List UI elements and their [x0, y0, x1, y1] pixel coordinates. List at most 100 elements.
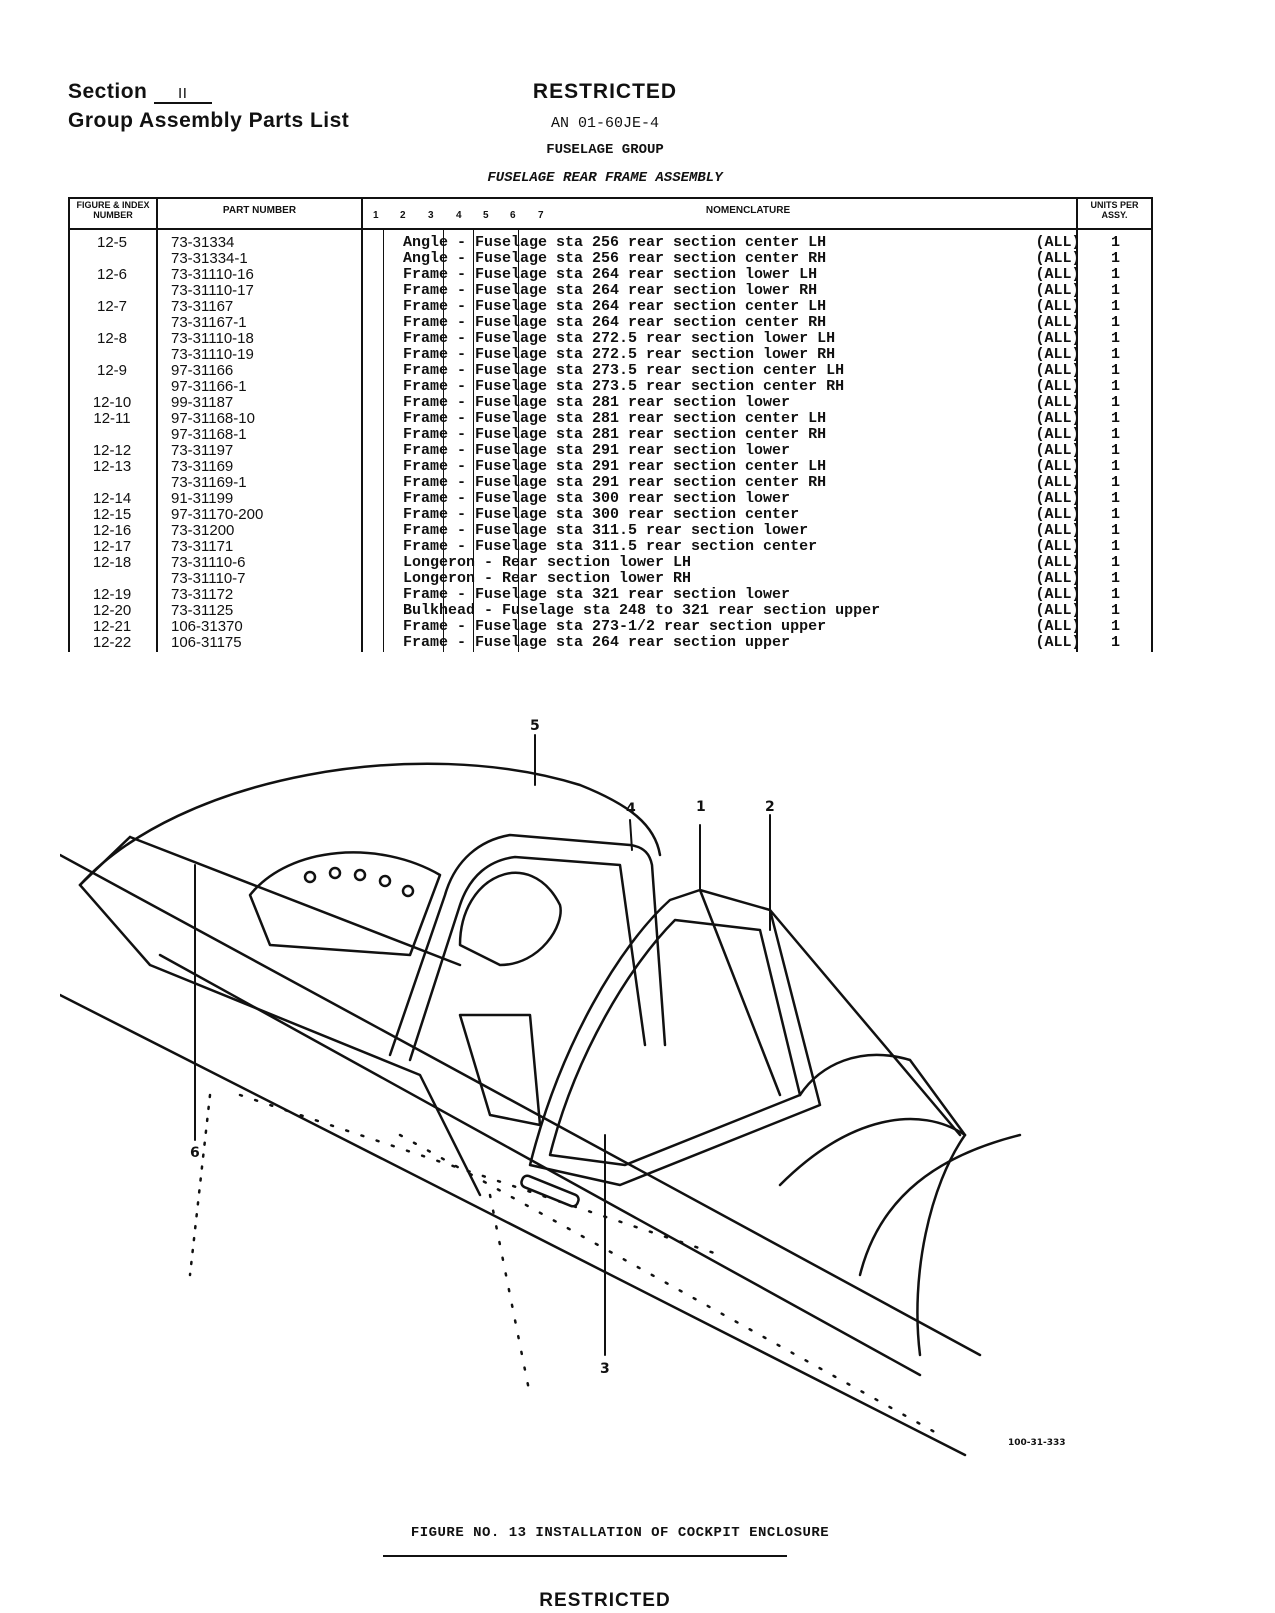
canopy-lower-edge	[78, 883, 482, 1197]
rivet-row	[188, 1093, 212, 1277]
windshield-center-post	[698, 888, 782, 1097]
table-rule	[361, 197, 363, 652]
canopy-front-panel	[128, 835, 462, 967]
callout-label-1: 1	[696, 799, 706, 815]
figure-index: 12-9	[96, 362, 128, 379]
nomenclature: Frame - Fuselage sta 311.5 rear section …	[403, 538, 818, 555]
nomenclature: Frame - Fuselage sta 264 rear section lo…	[403, 266, 818, 283]
nomenclature: Frame - Fuselage sta 291 rear section ce…	[403, 474, 827, 491]
indent-rule	[443, 230, 444, 652]
ring-hole	[401, 884, 415, 898]
usage-code: (ALL)	[1035, 250, 1081, 267]
indent-rule	[473, 230, 474, 652]
windshield-inner	[548, 918, 802, 1167]
part-number: 73-31110-19	[171, 346, 254, 363]
nomenclature: Angle - Fuselage sta 256 rear section ce…	[403, 250, 827, 267]
rivet-row	[398, 1133, 942, 1437]
part-number: 73-31110-16	[171, 266, 254, 283]
part-number: 73-31125	[171, 602, 234, 619]
figure-index: 12-7	[96, 298, 128, 315]
nomenclature: Bulkhead - Fuselage sta 248 to 321 rear …	[403, 602, 881, 619]
part-number: 97-31166-1	[171, 378, 247, 395]
canopy-frame-hoop	[388, 833, 667, 1057]
usage-code: (ALL)	[1035, 490, 1081, 507]
units-per-assembly: 1	[1110, 378, 1120, 395]
engine-cowl-rim	[858, 1133, 1022, 1277]
part-number: 106-31175	[171, 634, 242, 651]
engine-cowl-front	[778, 1117, 967, 1357]
nomenclature: Frame - Fuselage sta 291 rear section lo…	[403, 442, 791, 459]
part-number: 73-31110-6	[171, 554, 246, 571]
nomenclature: Frame - Fuselage sta 264 rear section ce…	[403, 298, 827, 315]
nomenclature: Frame - Fuselage sta 300 rear section ce…	[403, 506, 800, 523]
group-title: Group Assembly Parts List	[68, 109, 350, 132]
usage-code: (ALL)	[1035, 330, 1081, 347]
col-header-figure-index: FIGURE & INDEX NUMBER	[76, 200, 150, 220]
part-number: 97-31166	[171, 362, 234, 379]
ring-hole	[303, 870, 317, 884]
section-heading: Section II	[68, 80, 212, 104]
assembly-name: FUSELAGE REAR FRAME ASSEMBLY	[487, 170, 723, 186]
figure-index: 12-13	[92, 458, 132, 475]
units-per-assembly: 1	[1110, 362, 1120, 379]
units-per-assembly: 1	[1110, 634, 1120, 651]
table-row: 73-31110-19 Frame - Fuselage sta 272.5 re…	[68, 347, 1153, 363]
windshield-frame	[528, 888, 822, 1187]
part-number: 73-31200	[171, 522, 235, 539]
group-name: FUSELAGE GROUP	[546, 142, 664, 158]
units-per-assembly: 1	[1110, 394, 1120, 411]
figure-index: 12-8	[96, 330, 128, 347]
part-number: 73-31110-17	[171, 282, 254, 299]
usage-code: (ALL)	[1035, 442, 1081, 459]
part-number: 106-31370	[171, 618, 243, 635]
nomenclature: Frame - Fuselage sta 281 rear section ce…	[403, 426, 827, 443]
nomenclature: Longeron - Rear section lower RH	[403, 570, 692, 587]
usage-code: (ALL)	[1035, 314, 1081, 331]
caption-rule	[383, 1555, 787, 1557]
nomenclature: Angle - Fuselage sta 256 rear section ce…	[403, 234, 827, 251]
part-number: 97-31170-200	[171, 506, 264, 523]
usage-code: (ALL)	[1035, 234, 1081, 251]
figure-index: 12-14	[92, 490, 132, 507]
usage-code: (ALL)	[1035, 634, 1081, 651]
fuselage-lower-line	[60, 993, 967, 1457]
indent-number-header: 4	[456, 210, 462, 221]
nomenclature: Frame - Fuselage sta 272.5 rear section …	[403, 346, 836, 363]
indent-number-header: 5	[483, 210, 489, 221]
units-per-assembly: 1	[1110, 586, 1120, 603]
canopy-frame-inner	[408, 855, 647, 1062]
usage-code: (ALL)	[1035, 554, 1081, 571]
callout-label-5: 5	[530, 718, 540, 734]
nomenclature: Frame - Fuselage sta 264 rear section ce…	[403, 314, 827, 331]
cockpit-enclosure-illustration: 5 4 1 2 6 3 100-31-333	[60, 718, 1066, 1457]
table-row: 12-17 73-31171 Frame - Fuselage sta 311.5 …	[68, 539, 1153, 555]
nomenclature: Frame - Fuselage sta 272.5 rear section …	[403, 330, 836, 347]
units-per-assembly: 1	[1110, 314, 1120, 331]
part-number: 73-31171	[171, 538, 234, 555]
part-number: 73-31110-7	[171, 570, 246, 587]
security-marking-top: RESTRICTED	[532, 80, 678, 103]
callout-label-4: 4	[626, 801, 636, 817]
part-number: 73-31167	[171, 298, 234, 315]
callout-label-6: 6	[190, 1145, 200, 1161]
nomenclature: Frame - Fuselage sta 281 rear section lo…	[403, 394, 791, 411]
usage-code: (ALL)	[1035, 474, 1081, 491]
part-number: 73-31334	[171, 234, 235, 251]
usage-code: (ALL)	[1035, 410, 1081, 427]
figure-index: 12-10	[92, 394, 132, 411]
col-header-part-number: PART NUMBER	[222, 205, 297, 216]
figure-index: 12-17	[92, 538, 132, 555]
units-per-assembly: 1	[1110, 554, 1120, 571]
nomenclature: Frame - Fuselage sta 300 rear section lo…	[403, 490, 791, 507]
